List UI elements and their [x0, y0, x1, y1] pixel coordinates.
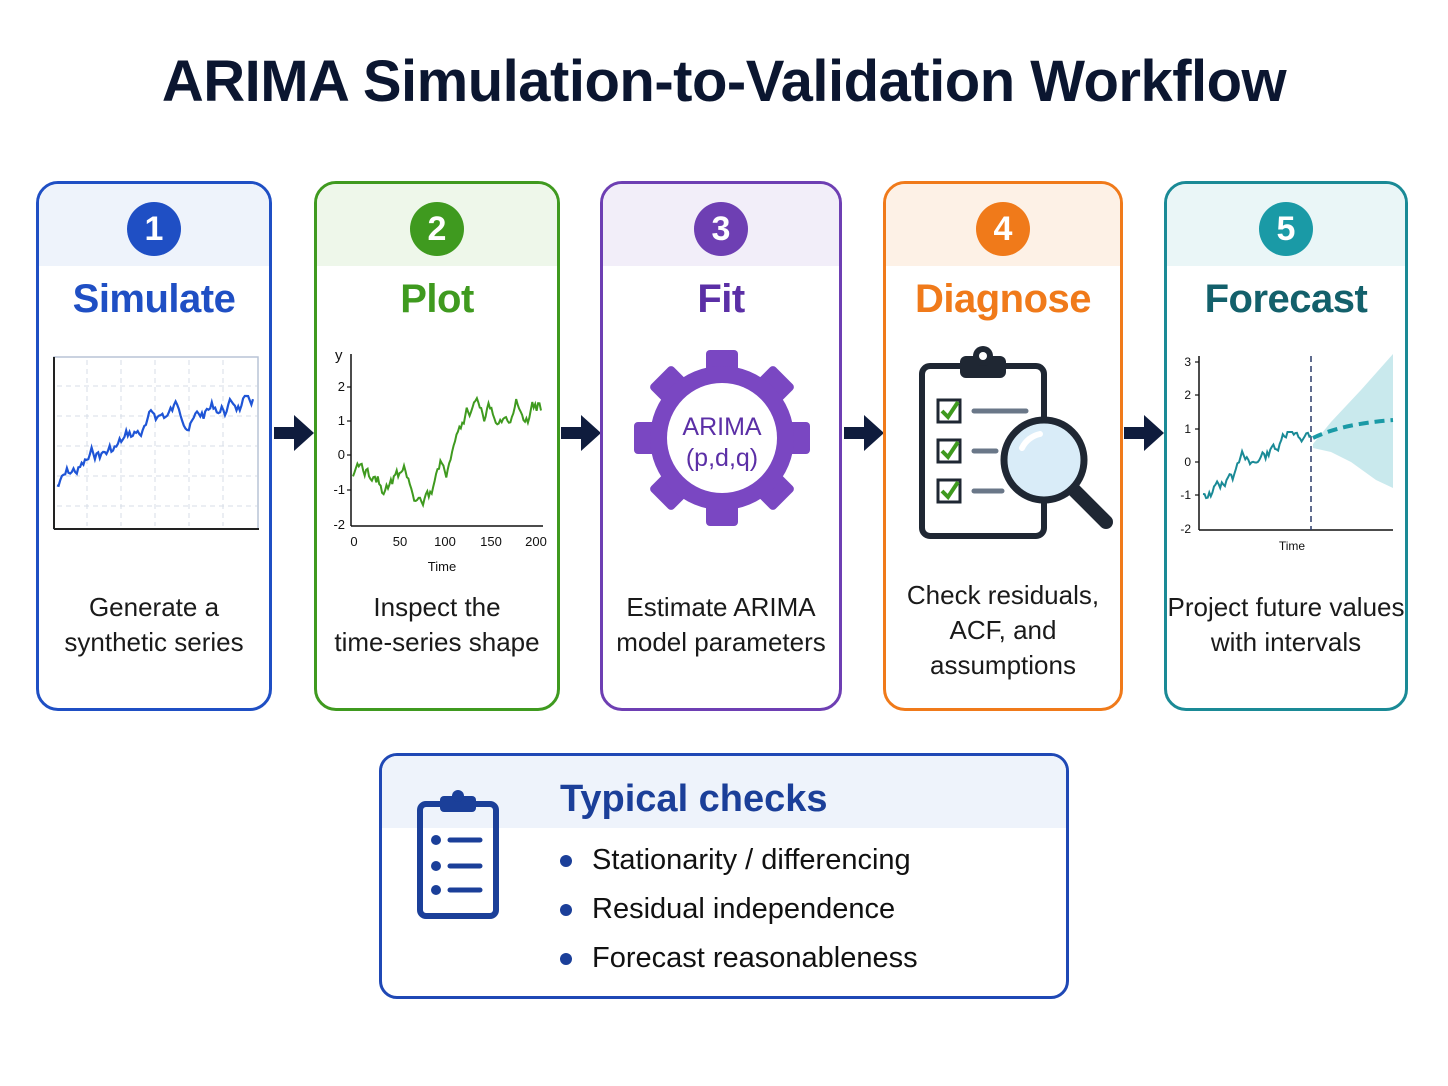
- x-axis-label: Time: [428, 559, 456, 574]
- step-description: Inspect the time-series shape: [334, 592, 540, 657]
- y-tick-label: 2: [1184, 388, 1191, 402]
- list-item: Residual independence: [560, 893, 918, 942]
- y-tick-label: 3: [1184, 355, 1191, 369]
- x-tick-label: 200: [525, 534, 547, 549]
- step-description: Estimate ARIMA model parameters: [616, 592, 826, 657]
- flow-arrow-icon: [844, 415, 884, 451]
- page-title: ARIMA Simulation-to-Validation Workflow: [161, 49, 1287, 114]
- typical-checks-list: Stationarity / differencing Residual ind…: [560, 844, 918, 991]
- step-title: Simulate: [72, 277, 236, 321]
- typical-checks-panel: Typical checks Stationarity / differenci…: [379, 753, 1069, 999]
- step-number-badge: 1: [127, 202, 181, 256]
- step-number-badge: 2: [410, 202, 464, 256]
- checklist-clipboard-icon: [417, 790, 499, 919]
- step-card-diagnose: 4 Diagnose Check residuals, ACF, and ass…: [883, 181, 1123, 711]
- y-axis-label: y: [335, 347, 343, 364]
- step-card-plot: 2 Plot y 2 1 0 -1 -2 0 50 100 150 200 Ti…: [314, 181, 560, 711]
- y-tick-label: -2: [1180, 522, 1191, 536]
- step-description: Generate a synthetic series: [64, 592, 244, 657]
- y-tick-label: 0: [1184, 455, 1191, 469]
- simulated-series-chart: [53, 356, 259, 530]
- list-item-label: Residual independence: [592, 893, 896, 925]
- y-tick-label: 1: [338, 413, 345, 428]
- step-description: Check residuals, ACF, and assumptions: [906, 580, 1100, 680]
- step-card-simulate: 1 Simulate Generate a synthetic series: [36, 181, 272, 711]
- gear-label-model: ARIMA: [682, 413, 762, 441]
- time-series-plot: y 2 1 0 -1 -2 0 50 100 150 200 Time: [333, 347, 547, 574]
- y-tick-label: -2: [333, 517, 345, 532]
- flow-arrow-icon: [274, 415, 314, 451]
- x-tick-label: 50: [393, 534, 407, 549]
- bullet-icon: [560, 953, 572, 965]
- forecast-interval-band: [1313, 354, 1393, 488]
- step-card-fit: 3 Fit ARIMA (p,d,q) Estimate ARIMA model…: [600, 181, 842, 711]
- y-tick-label: -1: [333, 482, 345, 497]
- x-tick-label: 100: [434, 534, 456, 549]
- step-description: Project future values with intervals: [1167, 592, 1405, 657]
- x-tick-label: 150: [480, 534, 502, 549]
- list-item: Forecast reasonableness: [560, 942, 918, 991]
- step-card-forecast: 5 Forecast 3 2 1 0 -1 -2 Time Project fu…: [1164, 181, 1408, 711]
- checkbox-icon: [936, 398, 962, 504]
- bullet-icon: [560, 904, 572, 916]
- step-number-badge: 4: [976, 202, 1030, 256]
- step-title: Plot: [400, 277, 474, 321]
- step-number-badge: 5: [1259, 202, 1313, 256]
- gear-label-params: (p,d,q): [686, 444, 758, 472]
- bullet-icon: [560, 855, 572, 867]
- x-axis-label: Time: [1279, 539, 1306, 553]
- forecast-mean-line: [1312, 418, 1394, 440]
- list-item-label: Forecast reasonableness: [592, 942, 918, 974]
- flow-arrow-icon: [1124, 415, 1164, 451]
- list-item: Stationarity / differencing: [560, 844, 918, 893]
- y-tick-label: 0: [338, 447, 345, 462]
- gear-icon: ARIMA (p,d,q): [634, 350, 810, 526]
- y-tick-label: -1: [1180, 488, 1191, 502]
- time-series-line: [352, 395, 542, 509]
- clipboard-magnifier-icon: [919, 346, 1113, 539]
- typical-checks-title: Typical checks: [560, 778, 828, 820]
- list-item-label: Stationarity / differencing: [592, 844, 911, 876]
- history-series-line: [1202, 431, 1312, 500]
- flow-arrow-icon: [561, 415, 601, 451]
- x-tick-label: 0: [350, 534, 357, 549]
- forecast-chart: 3 2 1 0 -1 -2 Time: [1180, 354, 1394, 553]
- step-title: Fit: [697, 277, 745, 321]
- y-tick-label: 1: [1184, 422, 1191, 436]
- step-title: Diagnose: [914, 277, 1092, 321]
- step-title: Forecast: [1204, 277, 1368, 321]
- simulated-series-line: [56, 394, 255, 488]
- step-number-badge: 3: [694, 202, 748, 256]
- y-tick-label: 2: [338, 379, 345, 394]
